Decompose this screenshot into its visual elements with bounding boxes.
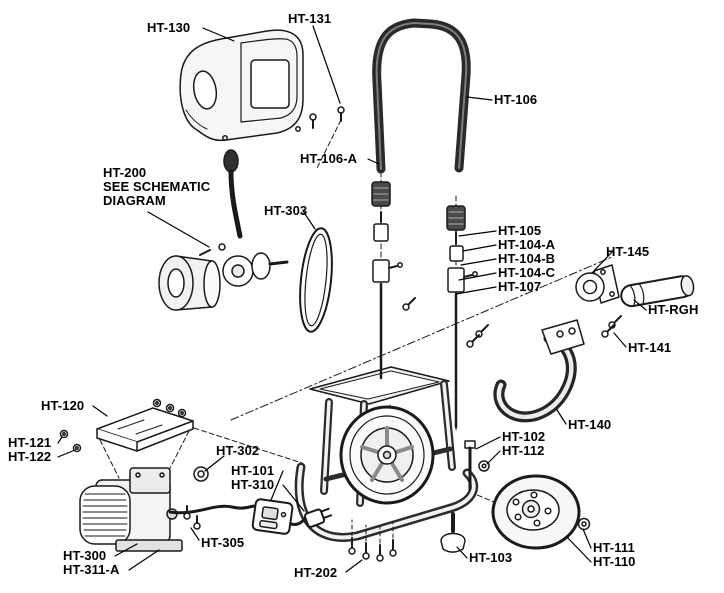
leader-ht-141 (613, 332, 627, 348)
leader-ht-102 (475, 436, 501, 450)
label-ht-106: HT-106 (494, 92, 538, 107)
label-ht-104-c: HT-104-C (498, 265, 556, 280)
leader-ht-120 (92, 405, 108, 417)
label-ht-202: HT-202 (294, 565, 338, 580)
leader-ht-106 (466, 96, 493, 101)
leader-ht-202 (345, 559, 363, 573)
label-ht-112: HT-112 (502, 443, 545, 458)
label-ht-111: HT-111 (593, 540, 635, 555)
rubber-grip-drawing (620, 275, 695, 308)
label-ht-145: HT-145 (606, 244, 650, 259)
label-ht-130: HT-130 (147, 20, 191, 35)
leader-ht-145 (591, 251, 613, 274)
leader-ht-110 (566, 536, 592, 563)
axle-bolt-drawing (464, 440, 490, 491)
leader-ht-106-a (367, 158, 380, 165)
motor-screws-drawing (183, 505, 201, 530)
leader-ht-105 (458, 230, 497, 237)
handle-drawing (372, 18, 471, 174)
leader-ht-140 (556, 409, 567, 425)
front-wheel-drawing (339, 405, 435, 505)
switch-box-drawing (251, 498, 294, 535)
belt-guard-drawing (179, 29, 345, 142)
guide-screws-drawing (466, 324, 489, 348)
leader-lines (57, 25, 647, 573)
label-ht-105: HT-105 (498, 223, 542, 238)
leader-ht-112 (486, 450, 501, 465)
label-ht-102: HT-102 (502, 429, 546, 444)
frame-screws-drawing (348, 519, 397, 562)
label-ht-310: HT-310 (231, 477, 275, 492)
label-ht-104-b: HT-104-B (498, 251, 556, 266)
leader-ht-101 (270, 470, 284, 501)
motor-mount-bracket-drawing (59, 398, 194, 453)
label-ht-200: HT-200 SEE SCHEMATIC DIAGRAM (103, 165, 211, 208)
label-ht-122: HT-122 (8, 449, 52, 464)
swivel-flange-drawing (575, 264, 620, 304)
label-ht-303: HT-303 (264, 203, 308, 218)
label-ht-141: HT-141 (628, 340, 672, 355)
belt-drawing (299, 227, 333, 333)
label-ht-300: HT-300 (63, 548, 107, 563)
label-ht-106-a: HT-106-A (300, 151, 358, 166)
cover-screws-drawing (309, 106, 345, 129)
gearbox-assembly-drawing (158, 149, 289, 311)
leader-ht-303 (302, 210, 316, 230)
leader-ht-103 (456, 546, 468, 559)
label-ht-107: HT-107 (498, 279, 542, 294)
label-ht-140: HT-140 (568, 417, 612, 432)
label-ht-110: HT-110 (593, 554, 636, 569)
support-foot-drawing (440, 512, 466, 553)
label-ht-305: HT-305 (201, 535, 245, 550)
leader-ht-130 (202, 27, 235, 42)
plug-drawing (303, 507, 333, 528)
flange-screws-drawing (601, 315, 622, 338)
leader-ht-104-b (460, 258, 497, 266)
leader-ht-104-a (462, 244, 497, 252)
leader-ht-311-a (128, 549, 160, 571)
rear-wheel-drawing (491, 474, 591, 550)
grommet-drawing (193, 466, 209, 482)
leader-ht-121 (57, 436, 63, 444)
leader-ht-131 (312, 25, 341, 104)
leader-ht-302 (204, 455, 225, 472)
leader-ht-rgh (633, 299, 647, 311)
hose-fittings-drawing (371, 181, 478, 429)
leader-ht-104-c (458, 272, 497, 281)
label-ht-rgh: HT-RGH (648, 302, 699, 317)
label-ht-103: HT-103 (469, 550, 513, 565)
label-ht-131: HT-131 (288, 11, 332, 26)
leader-ht-111 (582, 528, 592, 549)
motor-drawing (79, 467, 183, 552)
hose-guide-drawing (466, 319, 585, 423)
label-ht-104-a: HT-104-A (498, 237, 556, 252)
leader-ht-300 (114, 543, 138, 557)
leader-ht-200 (147, 211, 210, 248)
leader-ht-310 (282, 484, 305, 512)
label-ht-101: HT-101 (231, 463, 275, 478)
label-ht-302: HT-302 (216, 443, 260, 458)
cart-frame-drawing (294, 366, 479, 542)
label-ht-120: HT-120 (41, 398, 85, 413)
label-ht-311-a: HT-311-A (63, 562, 120, 577)
leader-ht-305 (190, 527, 200, 541)
leader-ht-107 (455, 286, 497, 295)
label-ht-121: HT-121 (8, 435, 52, 450)
power-cord-drawing (168, 498, 333, 535)
leader-ht-122 (57, 449, 76, 458)
